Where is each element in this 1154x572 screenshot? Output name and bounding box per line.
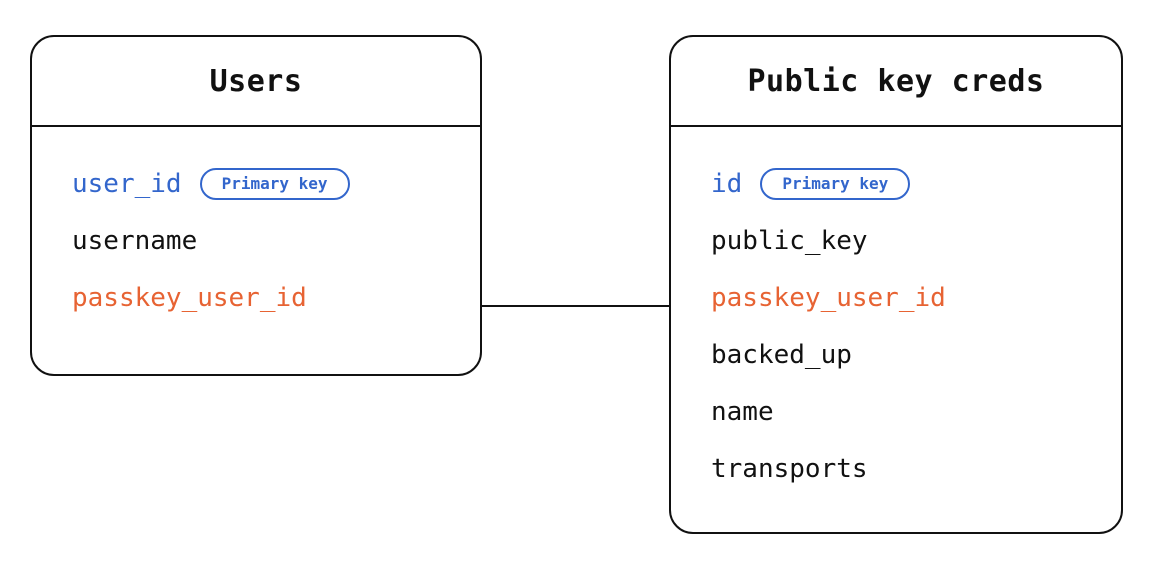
field-row[interactable]: transports <box>711 440 1121 497</box>
field-name-username: username <box>72 225 198 256</box>
field-name-id: id <box>711 168 743 199</box>
field-row[interactable]: name <box>711 383 1121 440</box>
field-row[interactable]: username <box>72 212 480 269</box>
field-name-name: name <box>711 396 774 427</box>
primary-key-badge-label: Primary key <box>221 173 328 193</box>
field-name-transports: transports <box>711 453 868 484</box>
field-name-public-key: public_key <box>711 225 868 256</box>
primary-key-badge: Primary key <box>199 167 350 200</box>
relationship-connector-line <box>481 305 671 307</box>
field-name-passkey-user-id: passkey_user_id <box>72 282 307 313</box>
entity-public-key-creds-header: Public key creds <box>671 37 1121 127</box>
entity-users-title: Users <box>209 63 303 99</box>
field-row[interactable]: passkey_user_id <box>72 269 480 326</box>
field-row[interactable]: user_id Primary key <box>72 155 480 212</box>
entity-users-field-list: user_id Primary key username passkey_use… <box>32 127 480 326</box>
field-name-backed-up: backed_up <box>711 339 852 370</box>
primary-key-badge-label: Primary key <box>782 173 889 193</box>
field-row[interactable]: passkey_user_id <box>711 269 1121 326</box>
field-row[interactable]: id Primary key <box>711 155 1121 212</box>
entity-public-key-creds-field-list: id Primary key public_key passkey_user_i… <box>671 127 1121 497</box>
field-row[interactable]: backed_up <box>711 326 1121 383</box>
field-name-user-id: user_id <box>72 168 182 199</box>
entity-users[interactable]: Users user_id Primary key username passk… <box>30 35 482 376</box>
entity-public-key-creds[interactable]: Public key creds id Primary key public_k… <box>669 35 1123 534</box>
field-row[interactable]: public_key <box>711 212 1121 269</box>
entity-public-key-creds-title: Public key creds <box>747 63 1045 99</box>
field-name-passkey-user-id: passkey_user_id <box>711 282 946 313</box>
primary-key-badge: Primary key <box>760 167 911 200</box>
entity-users-header: Users <box>32 37 480 127</box>
